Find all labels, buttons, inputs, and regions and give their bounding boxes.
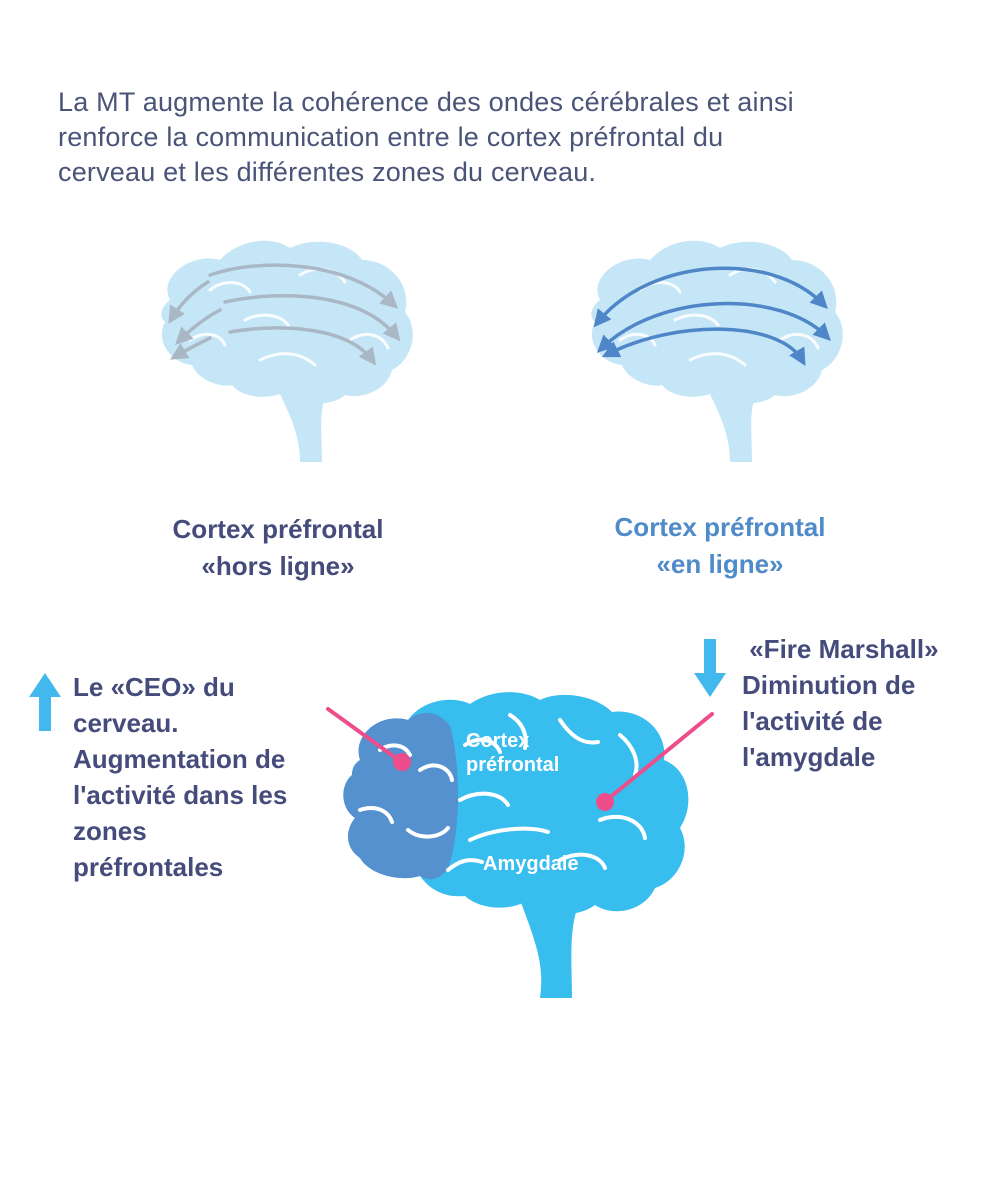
region-label-line: Cortex <box>466 729 559 753</box>
brain-offline-illustration <box>150 230 430 475</box>
caption-line: «en ligne» <box>570 546 870 583</box>
ceo-line: cerveau. <box>73 705 287 741</box>
ceo-line: Augmentation de <box>73 741 287 777</box>
caption-line: «hors ligne» <box>128 548 428 585</box>
ceo-line: l'activité dans les <box>73 777 287 813</box>
prefrontal-cortex-label: Cortex préfrontal <box>466 729 559 777</box>
fire-marshall-line: «Fire Marshall» <box>742 631 939 667</box>
ceo-pointer <box>320 700 420 780</box>
amygdala-label: Amygdale <box>483 852 579 876</box>
brain-stem <box>520 900 580 998</box>
fire-marshall-line: l'activité de <box>742 703 939 739</box>
arrow-down-icon <box>694 639 726 697</box>
intro-line: cerveau et les différentes zones du cerv… <box>58 157 596 187</box>
fire-marshall-description: «Fire Marshall» Diminution de l'activité… <box>742 631 939 775</box>
intro-text: La MT augmente la cohérence des ondes cé… <box>58 50 978 190</box>
amygdala-pointer <box>590 706 720 816</box>
caption-line: Cortex préfrontal <box>128 511 428 548</box>
arrow-up-icon <box>29 673 61 731</box>
ceo-line: zones <box>73 813 287 849</box>
region-label-line: préfrontal <box>466 753 559 777</box>
ceo-line: préfrontales <box>73 849 287 885</box>
intro-line: renforce la communication entre le corte… <box>58 122 723 152</box>
intro-line: La MT augmente la cohérence des ondes cé… <box>58 87 794 117</box>
ceo-description: Le «CEO» du cerveau. Augmentation de l'a… <box>73 669 287 885</box>
caption-online: Cortex préfrontal «en ligne» <box>570 509 870 583</box>
caption-offline: Cortex préfrontal «hors ligne» <box>128 511 428 585</box>
ceo-line: Le «CEO» du <box>73 669 287 705</box>
caption-line: Cortex préfrontal <box>570 509 870 546</box>
fire-marshall-line: Diminution de <box>742 667 939 703</box>
brain-online-illustration <box>580 230 860 475</box>
fire-marshall-line: l'amygdale <box>742 739 939 775</box>
